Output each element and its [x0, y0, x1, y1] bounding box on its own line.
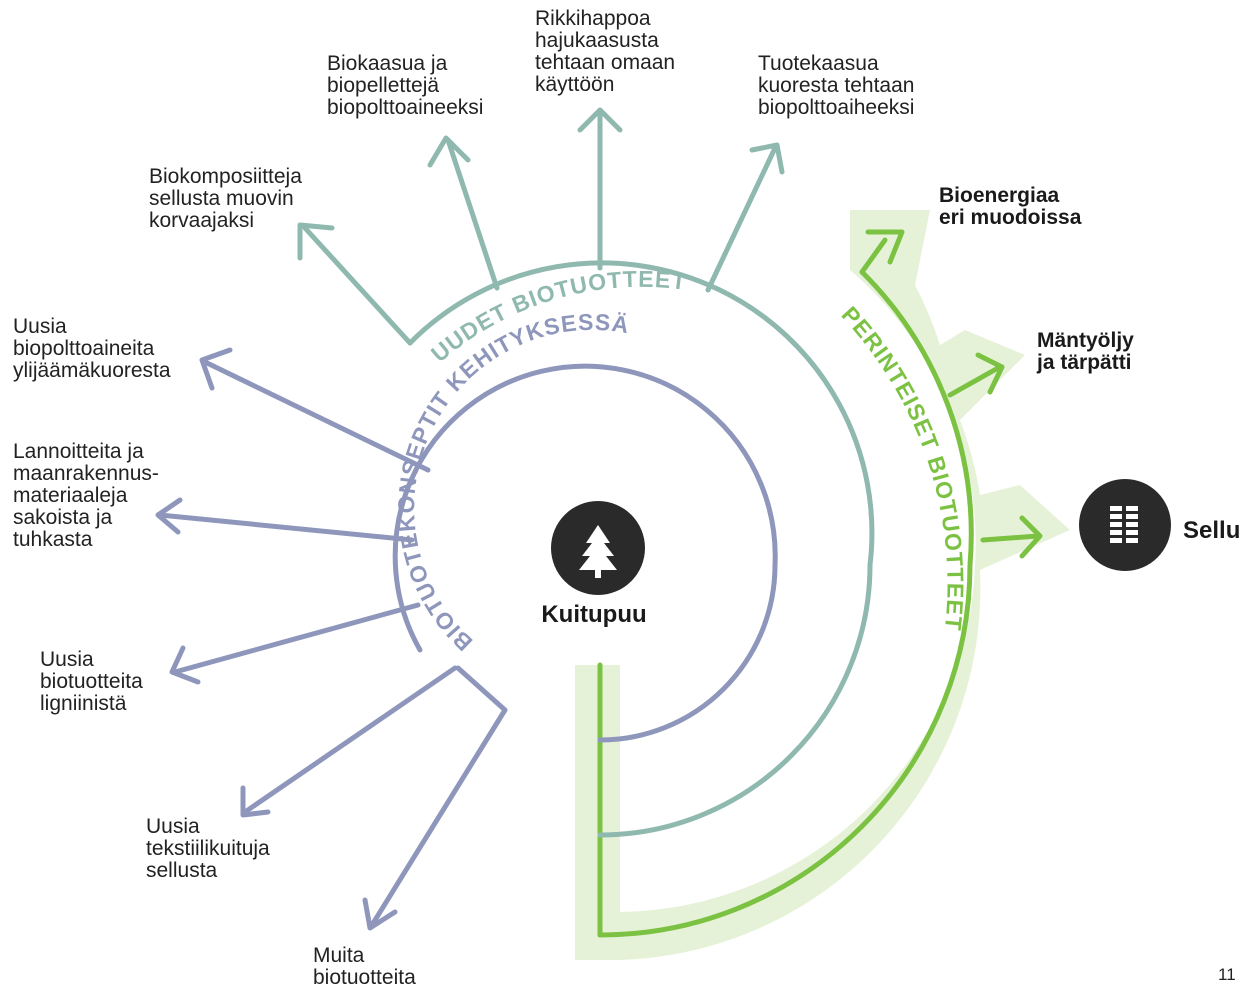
teal-arrowhead-tuotekaasua — [749, 142, 785, 175]
concept-lines — [155, 347, 778, 931]
label-biokaasua: Biokaasua ja biopellettejä biopolttoaine… — [327, 52, 483, 119]
label-bioenergiaa: Bioenergiaa eri muodoissa — [939, 184, 1082, 229]
label-uusia-biotuotteita: Uusia biotuotteita ligniinistä — [40, 648, 149, 715]
label-mantyoljy: Mäntyöljy ja tärpätti — [1036, 329, 1140, 374]
label-uusia-biopolttoaineita: Uusia biopolttoaineita ylijäämäkuoresta — [13, 315, 171, 382]
green-arrow-mantyoljy — [947, 365, 1001, 398]
purple-arrowhead-tekstiilikuituja — [240, 785, 271, 818]
label-lannoitteita: Lannoitteita ja maanrakennus- materiaale… — [13, 440, 165, 551]
purple-arrow-ligniinista — [172, 602, 421, 675]
traditional-lines — [597, 229, 1043, 938]
label-uusia-tekstiilikuituja: Uusia tekstiilikuituja sellusta — [146, 815, 276, 882]
teal-arrowhead-biokomposiitteja — [297, 222, 335, 261]
purple-main-arc — [392, 363, 778, 743]
center-node: Kuitupuu — [541, 501, 647, 628]
green-arrowhead-bioenergia — [865, 229, 905, 265]
green-arrow-sellu — [980, 533, 1041, 543]
purple-arrowhead-ligniinista — [169, 645, 201, 685]
label-muita-biotuotteita: Muita biotuotteita — [313, 944, 416, 987]
green-arrow-bioenergia — [859, 237, 888, 275]
label-rikkihappoa: Rikkihappoa hajukaasusta tehtaan omaan k… — [535, 7, 681, 96]
new-products-lines — [297, 107, 875, 838]
purple-arrowhead-muita — [362, 897, 398, 931]
teal-main-arc — [407, 260, 875, 838]
center-label: Kuitupuu — [541, 601, 646, 628]
label-tuotekaasua: Tuotekaasua kuoresta tehtaan biopolttoai… — [758, 52, 920, 119]
green-arrowhead-sellu — [1019, 515, 1043, 559]
purple-arrow-muita — [369, 665, 508, 928]
teal-arrowhead-rikkihappoa — [577, 107, 623, 133]
tree-icon — [579, 525, 617, 578]
sellu-label: Sellu — [1183, 517, 1240, 544]
purple-arrowhead-lannoitteita — [155, 497, 183, 535]
teal-arrow-biokomposiitteja — [302, 225, 413, 346]
green-arrowhead-mantyoljy — [975, 352, 1005, 395]
purple-arrowhead-biopolttoaineita — [199, 347, 233, 391]
teal-arrowhead-biokaasua — [427, 135, 471, 168]
teal-arrow-tuotekaasua — [705, 145, 778, 293]
pulp-bales-icon — [1110, 506, 1138, 543]
purple-arrow-lannoitteita — [157, 512, 415, 543]
pulp-bales-circle — [1079, 479, 1171, 571]
purple-arrow-biopolttoaineita — [202, 359, 431, 473]
sellu-node: Sellu — [1079, 479, 1240, 571]
label-biokomposiitteja: Biokomposiitteja sellusta muovin korvaaj… — [149, 165, 308, 232]
teal-arrow-biokaasua — [445, 137, 500, 291]
traditional-band-shape — [575, 210, 1070, 960]
purple-arrow-tekstiilikuituja — [242, 665, 458, 815]
green-main-arc — [597, 269, 974, 938]
page-number: 11 — [1218, 965, 1236, 984]
traditional-band — [575, 210, 1070, 960]
